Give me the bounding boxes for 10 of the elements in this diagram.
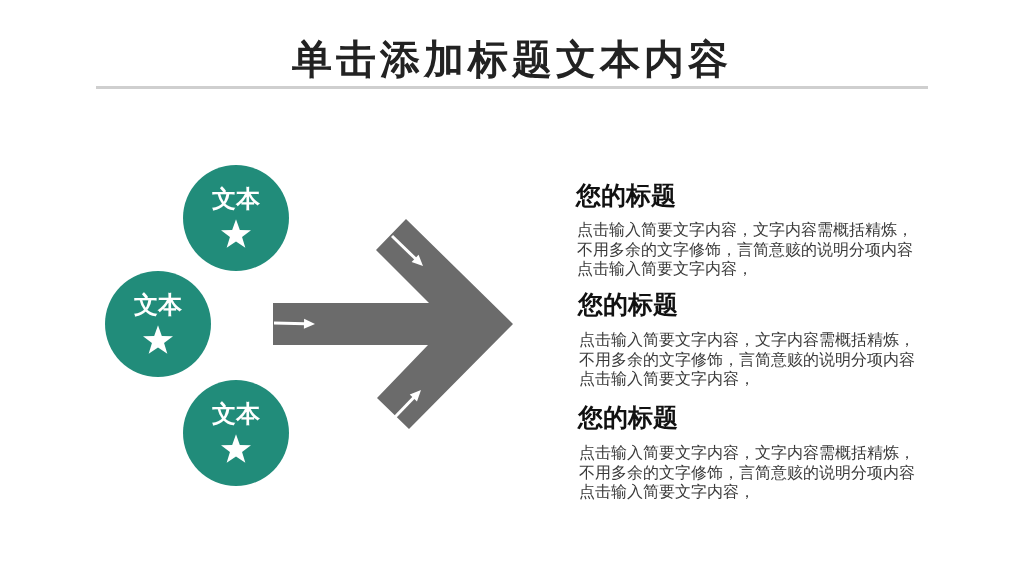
- section-heading: 您的标题: [578, 290, 678, 320]
- circle-label: 文本: [134, 290, 182, 319]
- section-heading: 您的标题: [576, 181, 676, 211]
- section-body-text: 点击输入简要文字内容，文字内容需概括精炼，不用多余的文字修饰，言简意赅的说明分项内容点击输入简要文字内容，: [579, 443, 916, 502]
- circle-label: 文本: [212, 399, 260, 428]
- section-heading: 您的标题: [578, 403, 678, 433]
- page-title: 单击添加标题文本内容: [292, 35, 732, 84]
- section-body-text: 点击输入简要文字内容，文字内容需概括精炼，不用多余的文字修饰，言简意赅的说明分项内容点击输入简要文字内容，: [579, 330, 916, 389]
- section-body-text: 点击输入简要文字内容，文字内容需概括精炼，不用多余的文字修饰，言简意赅的说明分项内容点击输入简要文字内容，: [577, 220, 914, 279]
- circle-label: 文本: [212, 184, 260, 213]
